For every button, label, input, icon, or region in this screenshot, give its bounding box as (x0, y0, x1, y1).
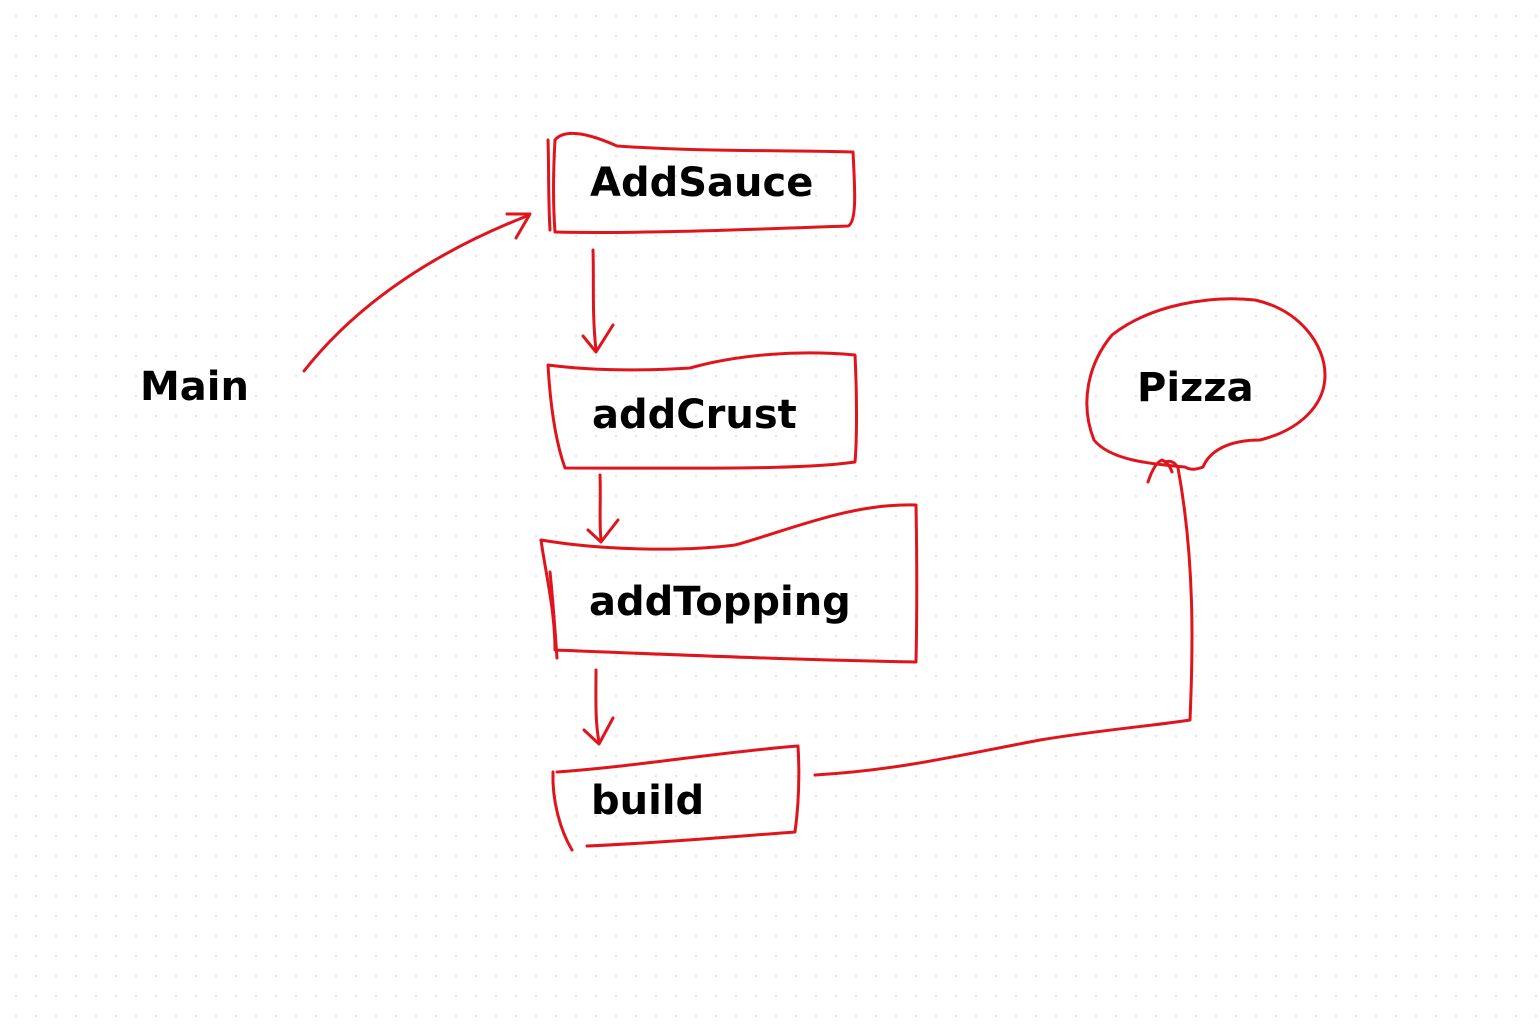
addtopping-label: addTopping (589, 579, 851, 625)
build-label: build (591, 778, 705, 824)
pizza-label: Pizza (1137, 365, 1254, 411)
addtopping-box-left-edge (548, 570, 559, 660)
arrow-addcrust-to-addtopping-head (586, 518, 620, 544)
arrow-main-to-addsauce-head (505, 212, 532, 240)
arrow-build-to-pizza-line (813, 459, 1194, 777)
main-label: Main (140, 364, 249, 410)
addsauce-box-left-edge (546, 138, 552, 232)
addsauce-label: AddSauce (590, 160, 814, 206)
arrow-addcrust-to-addtopping-line (598, 473, 603, 542)
arrow-addsauce-to-addcrust (581, 248, 615, 354)
arrow-main-to-addsauce-line (302, 214, 529, 373)
arrow-addsauce-to-addcrust-head (581, 323, 615, 354)
arrow-build-to-pizza-head (1146, 458, 1174, 484)
arrow-addtopping-to-build (582, 668, 615, 746)
arrow-addtopping-to-build-head (582, 716, 615, 746)
build-box-left-edge (551, 770, 574, 852)
arrow-addtopping-to-build-line (594, 668, 601, 744)
addcrust-box[interactable] (546, 351, 858, 470)
addtopping-box[interactable] (539, 503, 919, 664)
pizza-blob-outline (1085, 297, 1327, 471)
addsauce-box-outline (552, 132, 857, 234)
addcrust-box-outline (546, 351, 858, 470)
addcrust-label: addCrust (592, 392, 797, 438)
addsauce-box[interactable] (546, 132, 857, 234)
build-box-outline (555, 744, 801, 848)
arrow-addcrust-to-addtopping (586, 473, 620, 544)
pizza-blob[interactable] (1085, 297, 1327, 471)
build-box[interactable] (551, 744, 801, 852)
arrow-main-to-addsauce (302, 212, 532, 373)
arrow-build-to-pizza (813, 458, 1194, 777)
arrow-addsauce-to-addcrust-line (591, 248, 598, 352)
